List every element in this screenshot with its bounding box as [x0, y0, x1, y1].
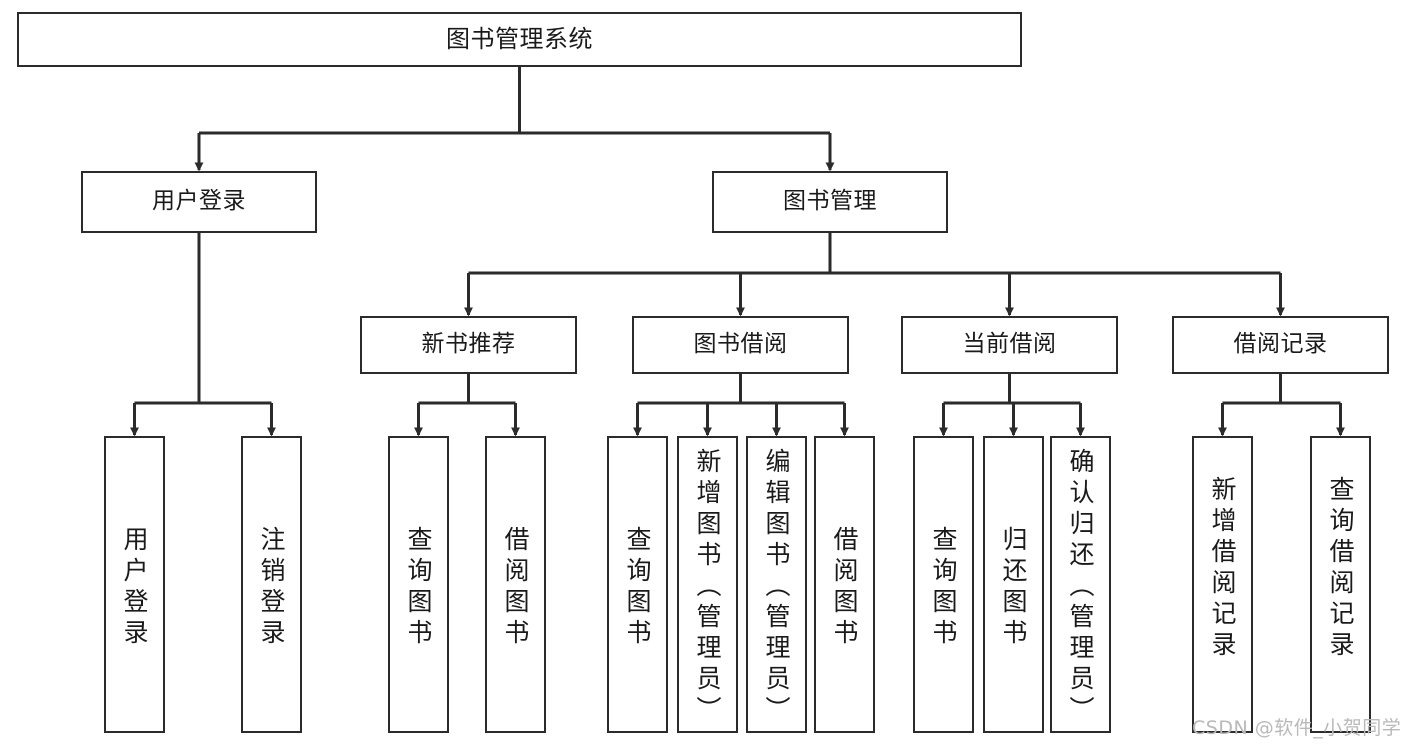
- node-book-manage[interactable]: 图书管理: [712, 171, 948, 233]
- node-leaf-rec-query-book[interactable]: 查询图书: [388, 436, 449, 733]
- node-user-login[interactable]: 用户登录: [81, 171, 317, 233]
- node-leaf-add-borrow-record[interactable]: 新增借阅记录: [1192, 436, 1253, 733]
- node-label: 新增图书（管理员）: [693, 448, 722, 727]
- node-label: 图书管理系统: [446, 25, 593, 54]
- node-leaf-confirm-return-admin[interactable]: 确认归还（管理员）: [1050, 436, 1111, 733]
- node-label: 新增借阅记录: [1208, 476, 1237, 662]
- node-label: 查询图书: [623, 526, 652, 650]
- node-label: 注销登录: [257, 526, 286, 650]
- node-leaf-logout[interactable]: 注销登录: [241, 436, 302, 733]
- node-leaf-rec-borrow-book[interactable]: 借阅图书: [485, 436, 546, 733]
- node-leaf-user-login[interactable]: 用户登录: [104, 436, 165, 733]
- node-leaf-add-book-admin[interactable]: 新增图书（管理员）: [677, 436, 738, 733]
- csdn-watermark: CSDN @软件_小贺同学: [1192, 717, 1402, 739]
- node-label: 图书管理: [783, 188, 877, 215]
- node-leaf-query-borrow-record[interactable]: 查询借阅记录: [1310, 436, 1371, 733]
- node-label: 确认归还（管理员）: [1066, 448, 1095, 727]
- node-leaf-return-book[interactable]: 归还图书: [983, 436, 1044, 733]
- node-label: 当前借阅: [962, 331, 1057, 358]
- node-book-borrow[interactable]: 图书借阅: [632, 316, 849, 374]
- node-label: 图书借阅: [693, 331, 788, 358]
- node-label: 借阅图书: [830, 526, 859, 650]
- node-label: 编辑图书（管理员）: [762, 448, 791, 727]
- node-label: 查询图书: [404, 526, 433, 650]
- node-label: 借阅图书: [501, 526, 530, 650]
- node-label: 查询借阅记录: [1326, 476, 1355, 662]
- node-borrow-record[interactable]: 借阅记录: [1172, 316, 1389, 374]
- node-label: 新书推荐: [421, 331, 516, 358]
- node-current-borrow[interactable]: 当前借阅: [901, 316, 1118, 374]
- node-new-book-rec[interactable]: 新书推荐: [360, 316, 577, 374]
- node-leaf-borrow-query-book[interactable]: 查询图书: [607, 436, 668, 733]
- node-label: 用户登录: [120, 526, 149, 650]
- node-label: 归还图书: [999, 526, 1028, 650]
- node-leaf-cur-query-book[interactable]: 查询图书: [913, 436, 974, 733]
- node-label: 查询图书: [929, 526, 958, 650]
- node-label: 用户登录: [152, 188, 246, 215]
- node-root[interactable]: 图书管理系统: [17, 12, 1022, 67]
- node-leaf-edit-book-admin[interactable]: 编辑图书（管理员）: [746, 436, 807, 733]
- node-label: 借阅记录: [1233, 331, 1328, 358]
- node-leaf-borrow-book[interactable]: 借阅图书: [814, 436, 875, 733]
